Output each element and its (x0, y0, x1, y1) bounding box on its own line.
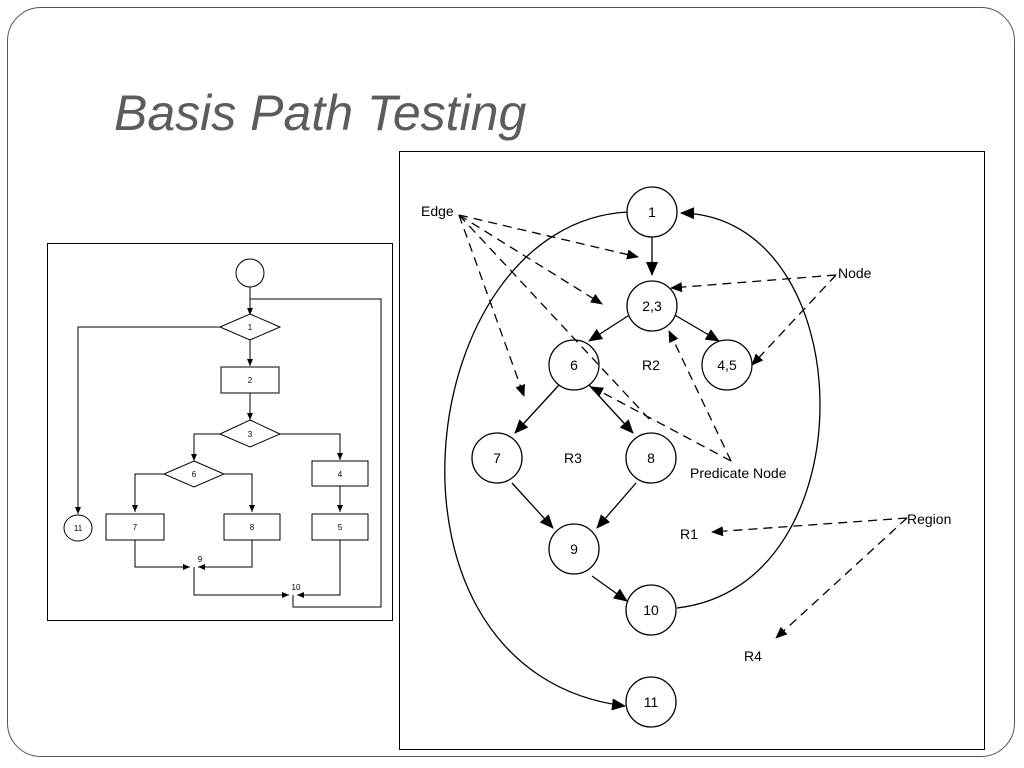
fg-edge-6-8 (588, 384, 634, 434)
region-label-r3: R3 (564, 450, 582, 466)
slide-frame (7, 7, 1015, 757)
fg-node-6-label: 6 (570, 357, 578, 373)
fc-edge-3-6 (191, 433, 220, 461)
fg-node-9-label: 9 (570, 541, 578, 557)
fc-edge-6-7 (132, 473, 164, 512)
fg-edge-6-7 (514, 384, 560, 434)
fc-label-3: 3 (248, 430, 253, 439)
region-label-r2: R2 (642, 357, 660, 373)
fc-edge-1-11 (75, 326, 220, 514)
fc-edge-7-9 (134, 540, 190, 570)
fg-node-1-label: 1 (648, 204, 656, 220)
flowgraph-panel: 1 2,3 6 4,5 7 8 9 10 11 R2 R3 R1 R4 Edge… (399, 151, 985, 750)
flowchart-diagram: 1 2 3 6 4 7 8 5 11 9 10 (63, 258, 382, 608)
fg-node-1 (626, 186, 678, 238)
fc-process-4 (311, 460, 369, 487)
fg-edge-1-11-arc (444, 211, 629, 711)
node-annotation-arrow-2 (751, 274, 837, 366)
fc-process-5 (311, 513, 369, 541)
fc-decision-3 (218, 419, 282, 448)
node-annotation-label: Node (838, 265, 872, 281)
fc-label-6: 6 (192, 470, 197, 479)
flowgraph-diagram: 1 2,3 6 4,5 7 8 9 10 11 R2 R3 R1 R4 Edge… (421, 186, 951, 728)
edge-annotation-arrow-4 (458, 214, 652, 422)
fg-edge-7-9 (511, 482, 554, 529)
fc-edge-6-8 (224, 473, 255, 512)
fg-node-8 (625, 432, 677, 484)
fc-decision-6 (162, 460, 226, 488)
fg-node-7 (471, 432, 523, 484)
region-label-r4: R4 (744, 648, 762, 664)
fc-edge-10-loop (250, 298, 382, 608)
region-annotation-label: Region (907, 511, 951, 527)
slide-title: Basis Path Testing (114, 85, 527, 141)
fc-process-8 (223, 513, 281, 541)
fg-edge-23-6 (588, 313, 632, 342)
flowchart-start-node (235, 258, 265, 288)
edge-annotation-arrow-1 (458, 214, 639, 260)
region-label-r1: R1 (680, 526, 698, 542)
fg-node-9 (548, 523, 600, 575)
fc-edge-3-4 (280, 433, 343, 460)
predicate-node-annotation-label: Predicate Node (690, 465, 787, 481)
fc-label-2: 2 (248, 376, 253, 385)
fc-label-5: 5 (338, 523, 343, 532)
fc-label-10: 10 (292, 583, 301, 592)
fc-node-11 (63, 514, 93, 542)
predicate-annotation-arrow-1 (591, 386, 732, 462)
fg-edge-23-45 (672, 313, 720, 342)
flowchart-panel: 1 2 3 6 4 7 8 5 11 9 10 (47, 243, 393, 621)
fc-process-7 (105, 513, 165, 541)
fg-node-23 (626, 280, 678, 332)
fc-label-1: 1 (248, 323, 253, 332)
fc-label-11: 11 (74, 524, 83, 533)
fc-label-4: 4 (338, 470, 343, 479)
edge-annotation-label: Edge (421, 203, 454, 219)
fc-label-9: 9 (198, 555, 203, 564)
fc-label-8: 8 (250, 523, 255, 532)
region-annotation-arrow-1 (711, 517, 908, 537)
fg-node-10 (625, 584, 677, 636)
predicate-annotation-arrow-2 (668, 330, 732, 462)
node-annotation-arrow-1 (670, 274, 837, 293)
fg-node-8-label: 8 (647, 450, 655, 466)
fg-edge-9-10 (591, 575, 628, 602)
fg-node-7-label: 7 (493, 450, 501, 466)
fg-node-45-label: 4,5 (717, 357, 737, 373)
fc-decision-1 (218, 313, 282, 341)
fg-edge-10-1-loop (676, 207, 821, 609)
fc-edge-5-10 (297, 540, 341, 598)
fg-edge-8-9 (596, 482, 637, 529)
fc-edge-9-10 (193, 567, 289, 598)
region-annotation-arrow-2 (775, 517, 908, 639)
fc-edge-8-9 (198, 540, 253, 570)
fg-node-11 (625, 676, 677, 728)
fg-node-23-label: 2,3 (642, 298, 662, 314)
fg-node-10-label: 10 (643, 602, 659, 618)
edge-annotation-arrow-3 (458, 214, 525, 397)
fg-node-11-label: 11 (644, 694, 659, 710)
fc-process-2 (220, 366, 280, 394)
edge-annotation-arrow-2 (458, 214, 603, 305)
fc-label-7: 7 (133, 523, 138, 532)
